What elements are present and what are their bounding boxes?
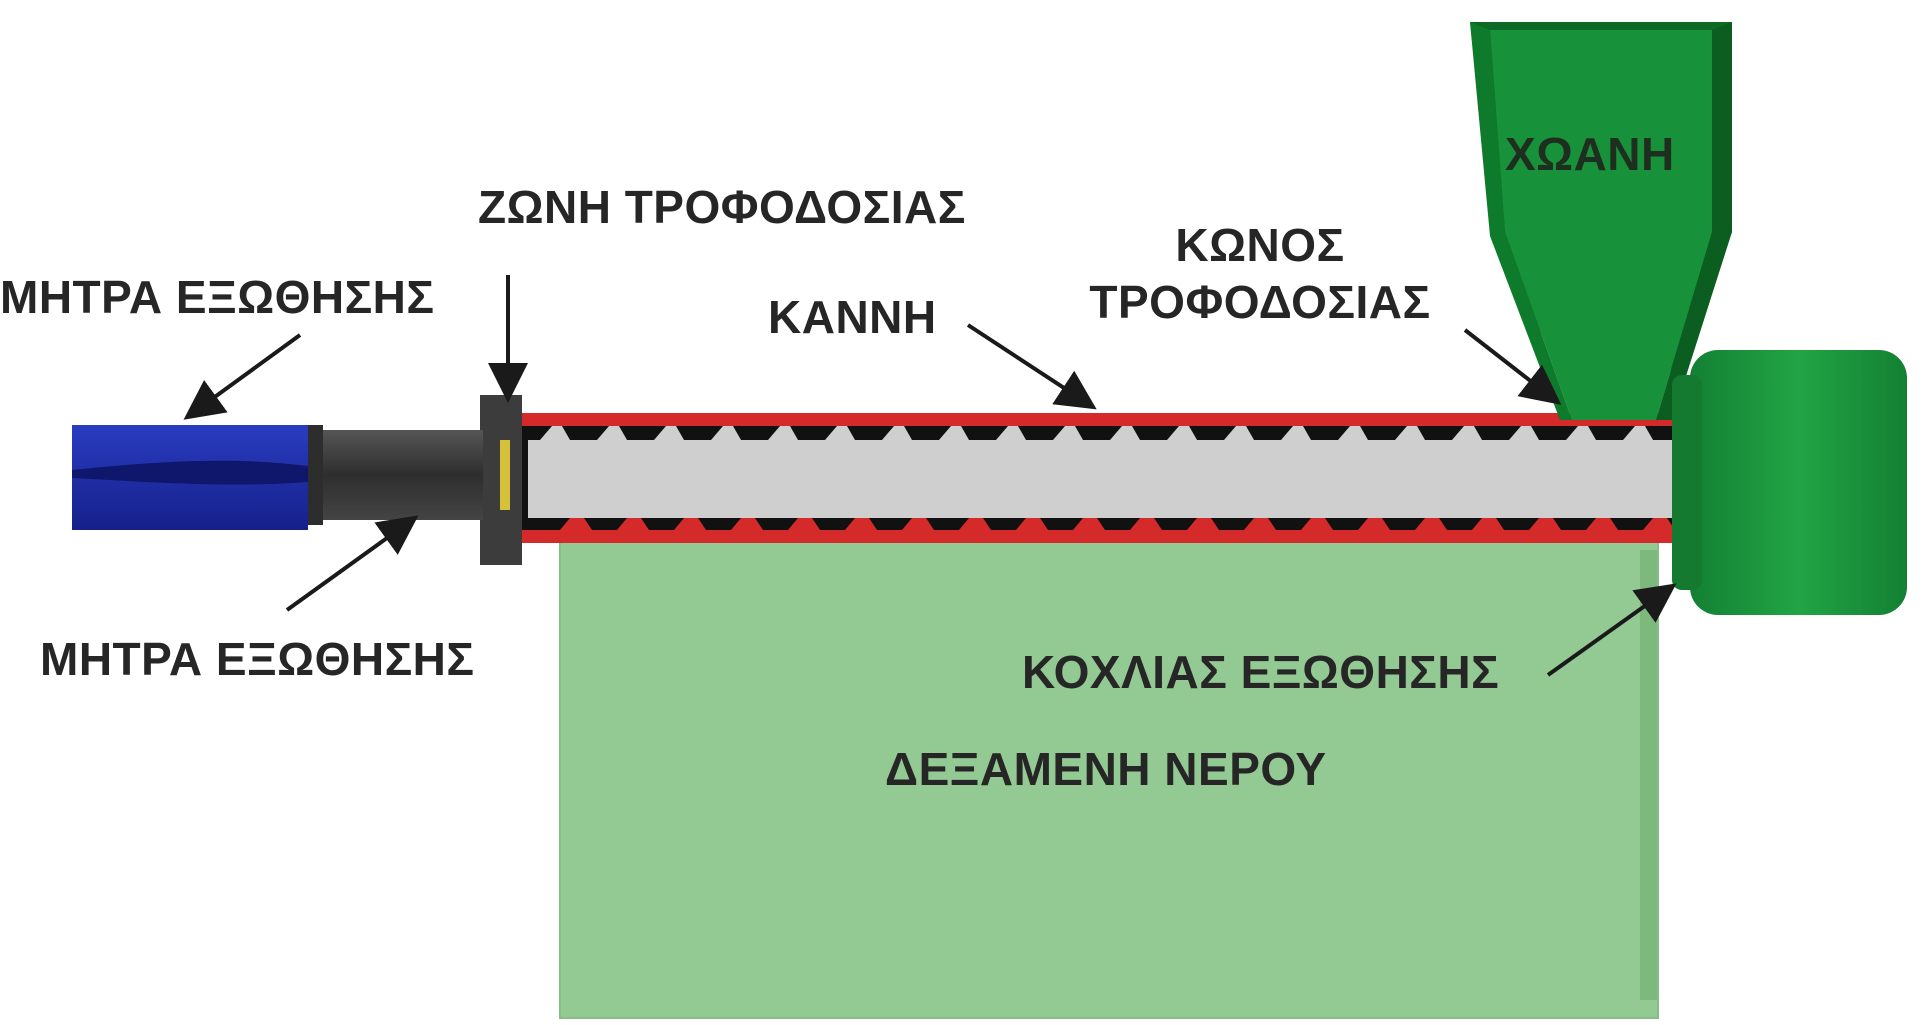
water-tank-side [1640,550,1658,1000]
motor-collar [1672,375,1702,590]
label-feed-cone-line2: ΤΡΟΦΟΔΟΣΙΑΣ [1089,276,1431,328]
motor-body [1690,350,1907,615]
screw-flight-bottom [1244,518,1276,530]
screw-flight-bottom [1529,518,1561,530]
screw-flight-bottom [674,518,706,530]
screw-flight-top [1623,426,1653,440]
screw-flight-top [1167,426,1197,440]
screw-flight-top [1224,426,1254,440]
water-tank-body [560,540,1658,1018]
screw-flight-top [1452,426,1482,440]
adapter-body [318,430,483,520]
arrow-icon [285,515,419,612]
screw-flight-top [939,426,969,440]
screw-flight-bottom [1358,518,1390,530]
screw-flight-top [1395,426,1425,440]
screw-flight-bottom [788,518,820,530]
hopper-body [1490,30,1712,420]
hopper [1470,22,1732,420]
drive-motor [1672,350,1907,615]
screw-flight-top [1281,426,1311,440]
screw-flight-bottom [1643,518,1675,530]
screw-flight-top [882,426,912,440]
screw-flight-top [996,426,1026,440]
screw-flight-top [597,426,627,440]
arrow-icon [966,323,1097,410]
screw-flight-bottom [845,518,877,530]
screw-flight-top [1110,426,1140,440]
adapter [305,425,483,525]
arrow-icon [1546,583,1677,677]
screw-flight-top [1509,426,1539,440]
screw-flight-bottom [959,518,991,530]
label-screw: ΚΟΧΛΙΑΣ ΕΞΩΘΗΣΗΣ [1022,646,1500,698]
screw-flight-bottom [1415,518,1447,530]
screw-flight-bottom [1586,518,1618,530]
label-die-top: ΜΗΤΡΑ ΕΞΩΘΗΣΗΣ [0,271,435,323]
hopper-right-face [1656,22,1732,420]
flange-heater [500,440,510,510]
screw-flight-top [825,426,855,440]
feed-zone-flange [480,395,522,565]
screw-flight-top [540,426,570,440]
extrusion-die [72,425,308,530]
screw-flight-top [1566,426,1596,440]
screw-flight-bottom [1187,518,1219,530]
screw-flight-bottom [617,518,649,530]
screw-shaft [528,440,1693,518]
screw-flight-bottom [1301,518,1333,530]
screw-flight-top [1338,426,1368,440]
screw-flight-bottom [731,518,763,530]
screw-flight-bottom [902,518,934,530]
water-tank [559,539,1659,1019]
label-feed-zone: ΖΩΝΗ ΤΡΟΦΟΔΟΣΙΑΣ [478,181,966,233]
screw-flight-top [768,426,798,440]
screw-flight-bottom [1016,518,1048,530]
die-channel [72,460,308,485]
label-barrel: ΚΑΝΝΗ [768,291,937,343]
arrows [183,275,1677,677]
adapter-ring [305,425,323,525]
label-hopper: ΧΩΑΝΗ [1505,128,1675,180]
screw-flight-top [1053,426,1083,440]
hopper-left-face [1470,22,1572,420]
screw-flight-bottom [560,518,592,530]
arrow-icon [183,333,302,420]
label-feed-cone-line1: ΚΩΝΟΣ [1175,219,1345,271]
arrow-icon [1463,328,1562,405]
screw-flight-bottom [1073,518,1105,530]
screw-flight-bottom [1130,518,1162,530]
screw-flight-bottom [1472,518,1504,530]
screw-flight-top [711,426,741,440]
label-water-tank: ΔΕΞΑΜΕΝΗ ΝΕΡΟΥ [885,743,1327,795]
screw-flight-top [654,426,684,440]
screw [528,426,1732,530]
label-die-bottom: ΜΗΤΡΑ ΕΞΩΘΗΣΗΣ [40,633,475,685]
